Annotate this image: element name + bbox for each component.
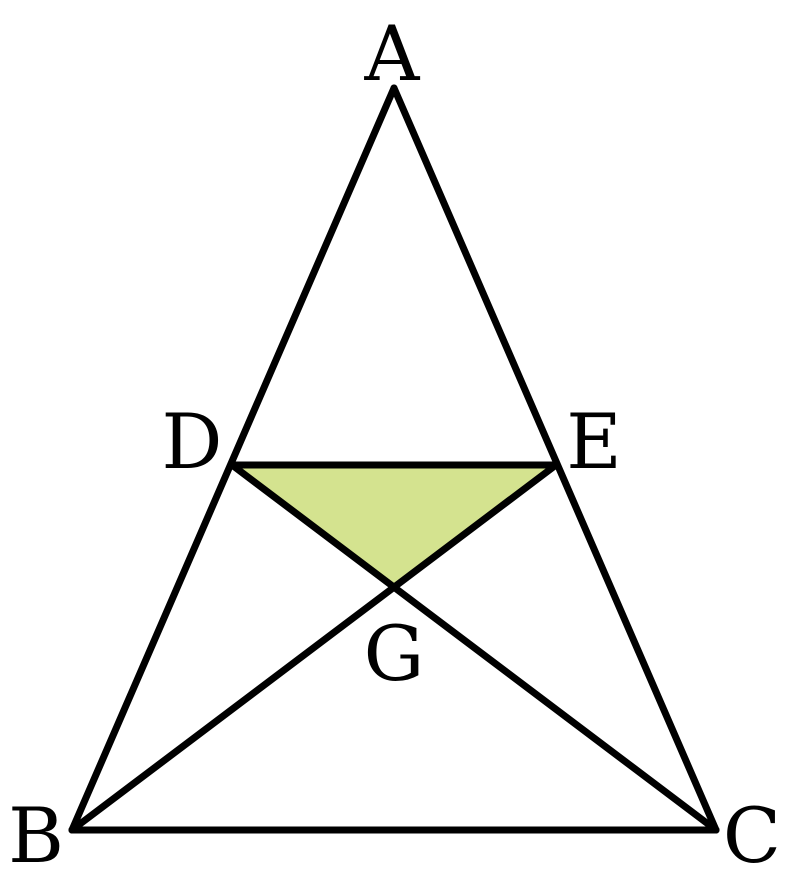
shaded-triangle-deg — [232, 465, 556, 588]
label-d: D — [162, 397, 223, 486]
segment-ab — [68, 84, 398, 834]
segment-eb — [68, 461, 560, 834]
label-a: A — [364, 9, 421, 98]
label-e: E — [566, 397, 621, 486]
label-g: G — [364, 609, 425, 698]
label-c: C — [723, 791, 781, 880]
segment-ac — [390, 84, 720, 834]
label-b: B — [8, 791, 64, 880]
segment-dc — [228, 461, 720, 834]
